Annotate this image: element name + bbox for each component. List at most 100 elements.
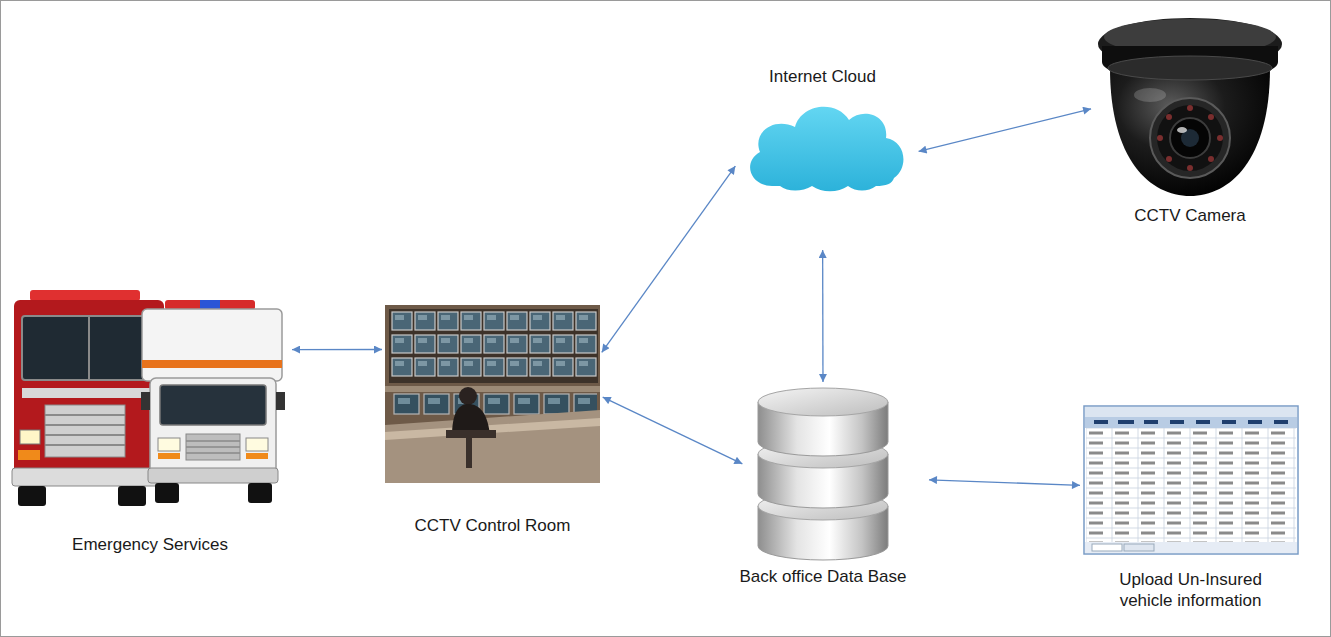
control-room-photo	[389, 309, 598, 383]
node-label: CCTV Camera	[1134, 205, 1245, 226]
label-group: CCTV Control Room	[415, 515, 571, 536]
node-label: Internet Cloud	[769, 66, 876, 87]
fire-truck-icon	[45, 424, 125, 426]
control-room-node: CCTV Control Room	[385, 305, 600, 483]
database-icon	[758, 388, 888, 560]
label-group: Internet Cloud	[769, 66, 876, 87]
connector-arrow	[292, 349, 382, 350]
spreadsheet-icon	[1085, 407, 1297, 417]
connector-arrow	[919, 109, 1092, 152]
connector-arrow	[822, 250, 824, 382]
label-group: CCTV Camera	[1134, 205, 1245, 226]
fire-truck-icon	[12, 468, 167, 486]
control-room-photo	[385, 418, 600, 440]
spreadsheet-icon	[1222, 420, 1236, 424]
connector-arrow	[929, 480, 1080, 486]
spreadsheet-icon	[1092, 544, 1122, 551]
node-label: Upload Un-Insured vehicle information	[1096, 569, 1286, 612]
camera-icon	[1098, 18, 1282, 196]
camera-icon	[1187, 105, 1193, 111]
ambulance-icon	[148, 468, 278, 483]
database-icon	[758, 388, 888, 416]
spreadsheet-icon	[1118, 420, 1134, 424]
ambulance-icon	[142, 309, 282, 381]
camera-icon	[1150, 98, 1230, 178]
connector-arrow	[603, 397, 743, 464]
camera-node: CCTV Camera	[1095, 15, 1285, 197]
cloud-node: Internet Cloud	[740, 95, 905, 190]
ambulance-icon	[246, 438, 268, 451]
control-room-photo	[385, 305, 600, 483]
node-label: Back office Data Base	[740, 566, 907, 587]
ambulance-icon	[158, 453, 180, 459]
fire-truck-icon	[20, 430, 40, 444]
control-room-photo	[459, 387, 477, 405]
camera-icon	[1208, 156, 1214, 162]
ambulance-icon	[186, 441, 240, 453]
label-group: Upload Un-Insured vehicle information	[1096, 569, 1286, 612]
camera-icon	[1217, 135, 1223, 141]
ambulance-icon	[186, 452, 240, 454]
fire-truck-icon	[45, 434, 125, 436]
spreadsheet-icon	[1086, 428, 1296, 542]
camera-icon	[1208, 114, 1214, 120]
camera-icon	[1187, 165, 1193, 171]
label-group: Emergency Services	[72, 534, 228, 555]
ambulance-icon	[155, 483, 179, 503]
camera-icon	[1108, 56, 1272, 80]
camera-icon	[1166, 156, 1172, 162]
fire-truck-icon	[22, 316, 156, 380]
spreadsheet-icon	[1085, 542, 1297, 553]
cloud-icon	[750, 107, 903, 192]
spreadsheet-icon	[1084, 406, 1298, 554]
ambulance-icon	[186, 446, 240, 448]
ambulance-icon	[186, 440, 240, 442]
fire-truck-icon	[30, 290, 140, 301]
node-label: CCTV Control Room	[415, 515, 571, 536]
fire-truck-icon	[45, 414, 125, 416]
ambulance-icon	[141, 392, 150, 410]
ambulance-icon	[248, 483, 272, 503]
spreadsheet-icon	[1124, 544, 1154, 551]
fire-truck-icon	[22, 388, 156, 398]
fire-truck-icon	[45, 444, 125, 446]
spreadsheet-icon	[1144, 420, 1158, 424]
cloud-icon	[750, 107, 903, 192]
ambulance-icon	[150, 378, 276, 478]
control-room-photo	[466, 438, 472, 468]
camera-icon	[1170, 118, 1210, 158]
spreadsheet-icon	[1196, 420, 1210, 424]
camera-icon	[1177, 127, 1187, 133]
spreadsheet-node: Upload Un-Insured vehicle information	[1083, 405, 1298, 554]
spreadsheet-icon	[1094, 420, 1288, 424]
camera-icon	[1157, 105, 1223, 171]
camera-icon	[1157, 135, 1163, 141]
fire-truck-icon	[18, 486, 46, 506]
fire-truck-icon	[45, 405, 125, 457]
control-room-photo	[391, 311, 598, 380]
control-room-photo	[385, 410, 600, 483]
ambulance-icon	[141, 300, 285, 503]
spreadsheet-icon	[1248, 420, 1262, 424]
control-room-photo	[385, 305, 600, 483]
fire-truck-icon	[18, 450, 40, 460]
ambulance-icon	[142, 360, 282, 368]
spreadsheet-icon	[1274, 420, 1288, 424]
spreadsheet-icon	[1094, 420, 1108, 424]
spreadsheet-icon	[1170, 420, 1184, 424]
ambulance-icon	[186, 434, 240, 460]
database-node: Back office Data Base	[755, 390, 891, 560]
camera-icon	[1110, 68, 1270, 196]
ambulance-icon	[160, 385, 266, 425]
connector-arrow	[602, 166, 736, 352]
fire-truck-icon	[88, 316, 90, 380]
ambulance-icon	[276, 392, 285, 410]
spreadsheet-icon	[1085, 417, 1297, 428]
camera-icon	[1134, 88, 1166, 102]
node-label: Emergency Services	[72, 534, 228, 555]
ambulance-icon	[158, 438, 180, 451]
label-group: Back office Data Base	[740, 566, 907, 587]
camera-icon	[1166, 114, 1172, 120]
